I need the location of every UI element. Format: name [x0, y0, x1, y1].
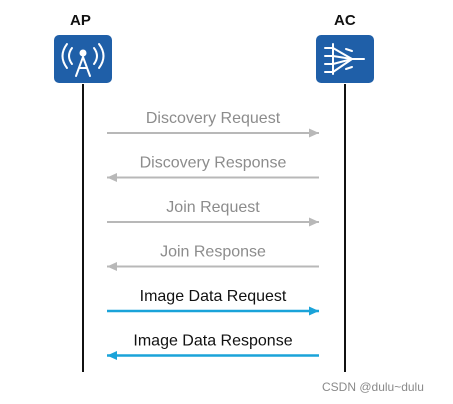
message-arrowhead: [309, 128, 319, 138]
message-arrowhead: [309, 306, 319, 316]
message-label: Join Request: [166, 199, 260, 216]
message-4: Join Response: [107, 244, 319, 271]
message-label: Image Data Response: [133, 333, 292, 350]
message-arrowhead: [107, 262, 117, 271]
access-controller-icon: [316, 35, 374, 83]
wireless-access-point-icon: [54, 35, 112, 83]
message-arrowhead: [107, 173, 117, 182]
message-arrowhead: [107, 351, 117, 360]
message-label: Discovery Request: [146, 110, 281, 127]
message-arrowhead: [309, 217, 319, 227]
message-label: Image Data Request: [140, 288, 287, 305]
message-1: Discovery Request: [107, 110, 319, 138]
message-6: Image Data Response: [107, 333, 319, 360]
message-label: Join Response: [160, 244, 266, 261]
message-2: Discovery Response: [107, 155, 319, 182]
ac-label: AC: [334, 12, 356, 29]
watermark-text: CSDN @dulu~dulu: [322, 380, 424, 394]
message-5: Image Data Request: [107, 288, 319, 316]
message-3: Join Request: [107, 199, 319, 227]
ap-label: AP: [70, 12, 91, 29]
message-label: Discovery Response: [140, 155, 287, 172]
